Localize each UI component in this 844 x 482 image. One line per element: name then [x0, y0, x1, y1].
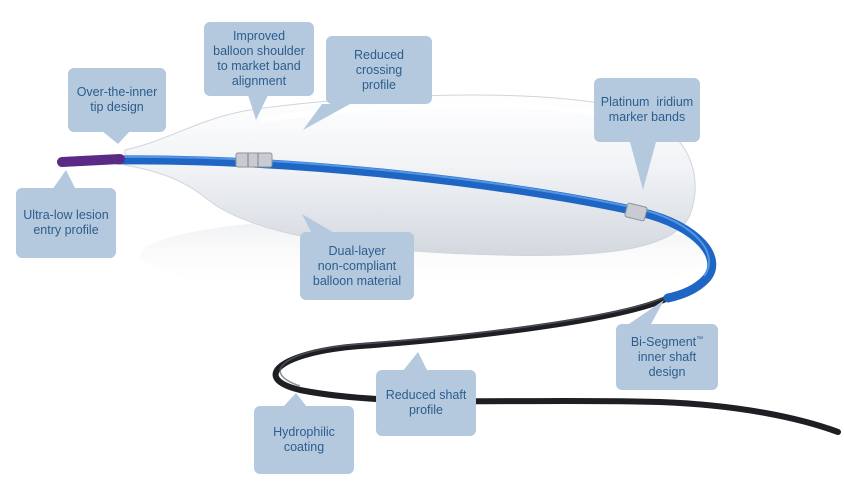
callout-text: Ultra-low lesion: [23, 208, 109, 222]
callout-text: entry profile: [33, 223, 99, 237]
callout-text: inner shaft: [637, 349, 697, 364]
callout-text: Improved: [232, 29, 286, 43]
callout-platinum-iridium-marker-bands: Platinum iridium marker bands: [594, 78, 700, 142]
marker-band-proximal: [235, 152, 273, 168]
callout-text: Dual-layer: [328, 243, 386, 258]
callout-pointers: [52, 95, 664, 407]
trademark-symbol: ™: [696, 335, 704, 343]
callout-text: tip design: [90, 100, 144, 114]
callout-text: Over-the-inner: [76, 85, 158, 99]
callout-dual-layer-balloon: Dual-layer non-compliant balloon materia…: [300, 232, 414, 300]
pointer-dual-layer: [302, 214, 336, 234]
callout-reduced-crossing-profile: Reduced crossing profile: [326, 36, 432, 104]
pointer-ultra-low: [52, 170, 76, 190]
callout-improved-balloon-shoulder: Improved balloon shoulder to market band…: [204, 22, 314, 96]
callout-text: profile: [408, 403, 444, 417]
callout-text: crossing: [355, 62, 403, 77]
catheter-tip: [57, 154, 125, 167]
callout-text: Reduced: [353, 47, 405, 62]
outer-shaft: [272, 295, 841, 435]
callout-text: balloon material: [312, 273, 402, 288]
callout-text: profile: [361, 77, 397, 92]
callout-text: non-compliant: [317, 258, 397, 273]
callout-text: alignment: [231, 74, 287, 88]
pointer-bi-segment: [626, 300, 664, 326]
callout-text: to market band: [217, 59, 301, 73]
marker-band-distal: [624, 202, 648, 222]
outer-shaft-sheen: [279, 295, 669, 387]
pointer-platinum: [630, 142, 656, 190]
callout-hydrophilic-coating: Hydrophilic coating: [254, 406, 354, 474]
pointer-over-the-inner: [102, 131, 130, 144]
callout-text: marker bands: [608, 110, 686, 124]
callout-text: coating: [283, 440, 325, 454]
callout-text: balloon shoulder: [213, 44, 305, 58]
pointer-improved-shoulder: [248, 95, 268, 120]
balloon-highlight: [259, 101, 621, 123]
callout-bi-segment-inner-shaft: Bi-Segment™ inner shaft design: [616, 324, 718, 390]
callout-text: design: [648, 364, 686, 379]
callout-reduced-shaft-profile: Reduced shaft profile: [376, 370, 476, 436]
pointer-reduced-shaft: [402, 352, 428, 372]
callout-text: Bi-Segment™: [631, 335, 703, 350]
callout-text: Reduced shaft: [385, 388, 467, 402]
callout-text: Platinum iridium: [600, 95, 694, 109]
callout-over-the-inner-tip: Over-the-inner tip design: [68, 68, 166, 132]
callout-ultra-low-lesion-entry: Ultra-low lesion entry profile: [16, 188, 116, 258]
pointer-reduced-crossing: [303, 104, 350, 130]
pointer-hydrophilic: [283, 393, 307, 407]
callout-text: Hydrophilic: [273, 425, 335, 439]
callout-text-bi-segment: Bi-Segment: [630, 334, 697, 349]
